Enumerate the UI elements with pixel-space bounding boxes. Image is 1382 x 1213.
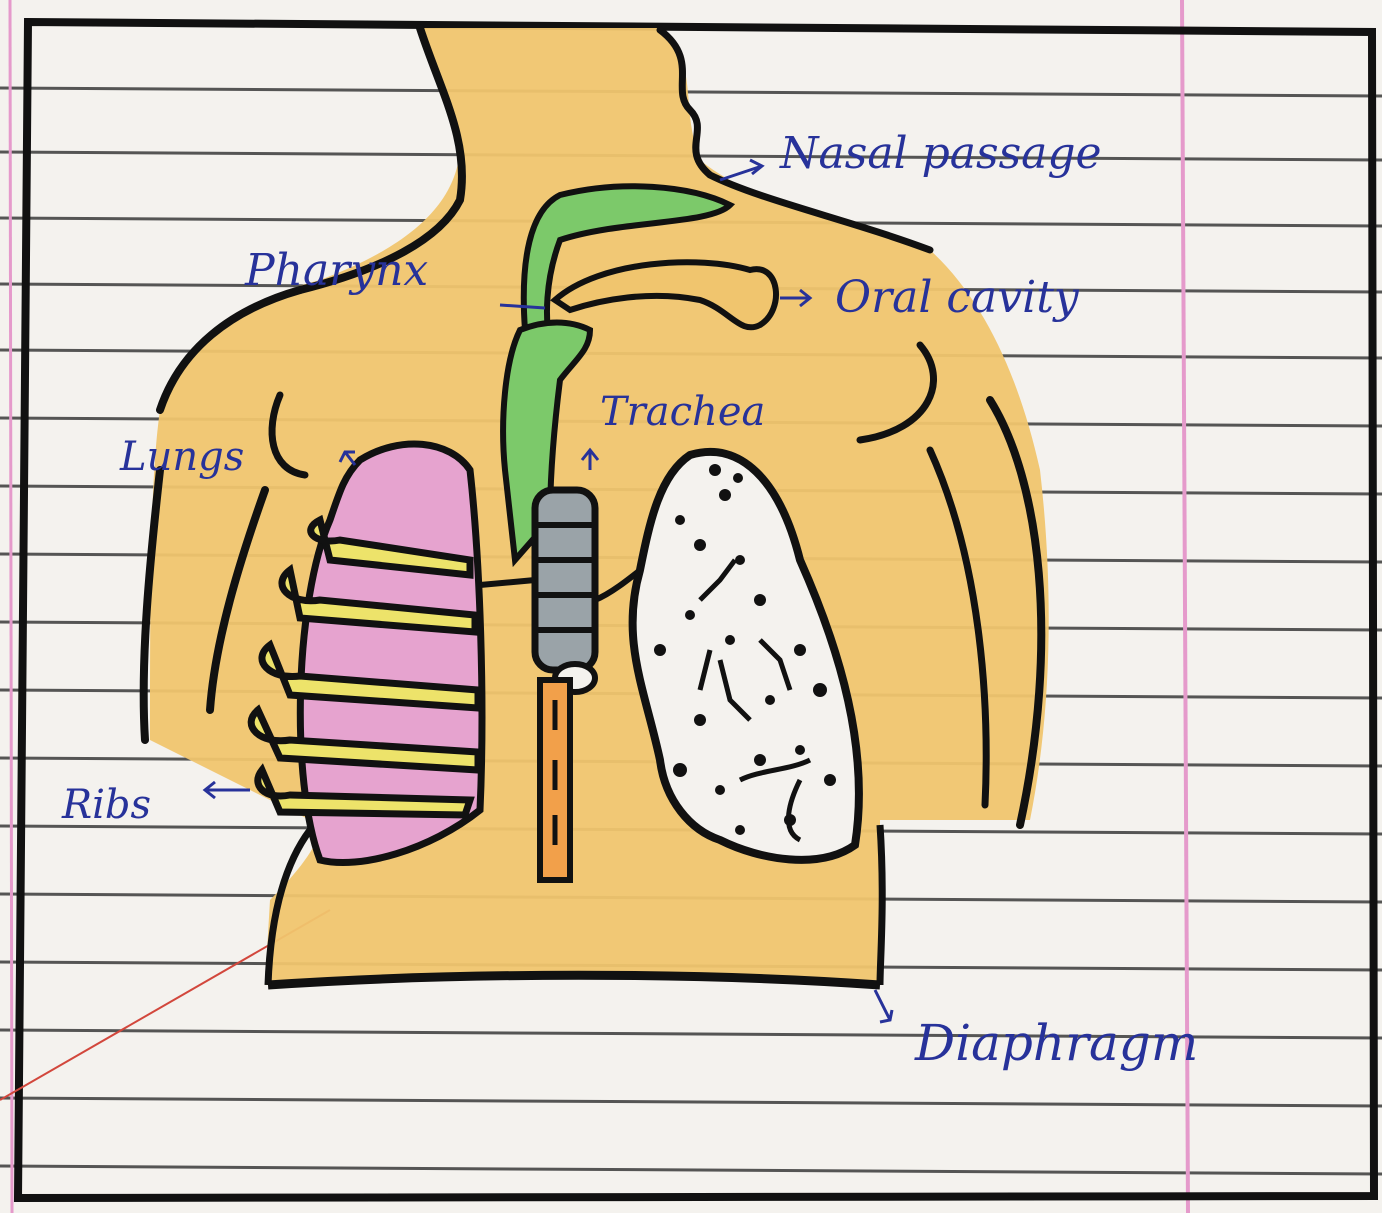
label-oral-cavity: Oral cavity	[835, 272, 1080, 323]
label-ribs: Ribs	[61, 782, 151, 828]
label-diaphragm: Diaphragm	[914, 1014, 1198, 1072]
label-trachea: Trachea	[600, 389, 765, 435]
label-lungs: Lungs	[119, 434, 244, 480]
label-pharynx: Pharynx	[244, 245, 428, 296]
label-nasal-passage: Nasal passage	[779, 128, 1102, 179]
